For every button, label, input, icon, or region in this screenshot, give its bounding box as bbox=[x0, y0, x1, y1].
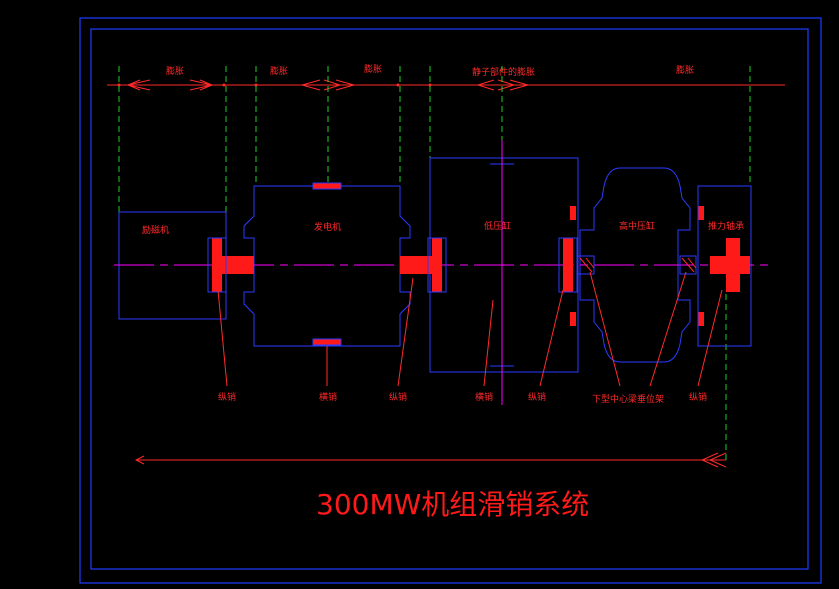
hp-ip-paw-right-bottom bbox=[698, 312, 704, 326]
bottom-expansion-arrow bbox=[134, 452, 727, 468]
hp-ip-cylinder-body bbox=[579, 167, 691, 363]
pin-label-2: 横销 bbox=[319, 391, 337, 403]
expansion-label-3: 膨胀 bbox=[364, 63, 382, 75]
hp-ip-paw-left-bottom bbox=[570, 312, 576, 326]
generator-body bbox=[243, 185, 411, 347]
expansion-label-4: 静子部件的膨胀 bbox=[472, 66, 535, 78]
expansion-label-5: 膨胀 bbox=[676, 64, 694, 76]
expansion-label-2: 膨胀 bbox=[270, 65, 288, 77]
expansion-nodes bbox=[117, 83, 432, 87]
diagram-title: 300MW机组滑销系统 bbox=[316, 488, 589, 521]
lp-cylinder-label: 低压缸 bbox=[484, 220, 511, 232]
hp-ip-paw-left-top bbox=[570, 206, 576, 220]
generator-top-pad bbox=[312, 182, 342, 190]
pin-markers bbox=[212, 238, 750, 292]
expansion-line bbox=[107, 79, 785, 91]
pin-label-3: 纵销 bbox=[389, 391, 407, 403]
leader-lines bbox=[217, 271, 723, 387]
pin-label-6: 下型中心梁垂位架 bbox=[592, 393, 664, 405]
outer-frame bbox=[79, 17, 822, 584]
expansion-label-1: 膨胀 bbox=[166, 65, 184, 77]
generator-label: 发电机 bbox=[314, 221, 341, 233]
pin-label-5: 纵销 bbox=[528, 391, 546, 403]
generator-bottom-pad bbox=[312, 338, 342, 346]
pin-label-4: 横销 bbox=[475, 391, 493, 403]
pin-label-7: 纵销 bbox=[689, 391, 707, 403]
slide-key-boxes bbox=[207, 237, 697, 293]
inner-frame bbox=[90, 28, 809, 570]
hp-ip-paw-right-top bbox=[698, 206, 704, 220]
exciter-label: 励磁机 bbox=[142, 224, 169, 236]
pin-label-1: 纵销 bbox=[218, 391, 236, 403]
front-bearing-label: 推力轴承 bbox=[708, 220, 744, 232]
front-bearing-box bbox=[697, 185, 752, 347]
hatch-marks bbox=[579, 257, 697, 273]
guide-lines bbox=[118, 66, 751, 462]
hp-ip-cylinder-label: 高中压缸 bbox=[619, 220, 655, 232]
